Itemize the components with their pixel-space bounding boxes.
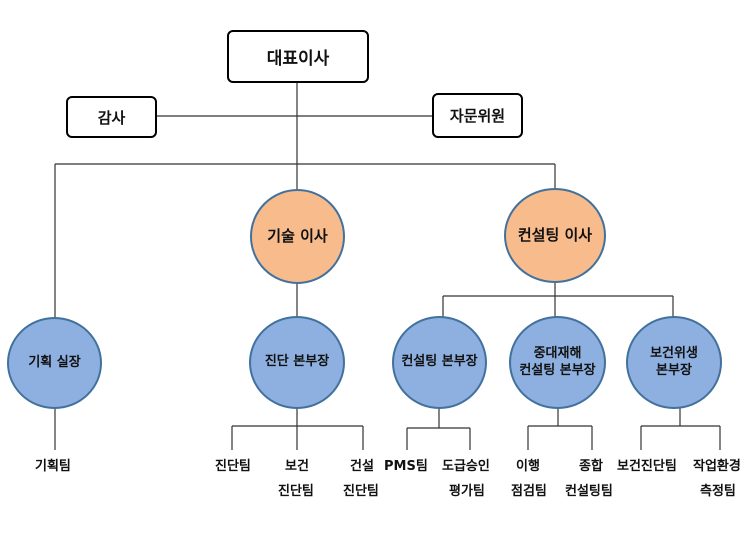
disaster-hq-node: 중대재해 컨설팅 본부장 <box>509 316 606 409</box>
team-health-diag-line2: 진단팀 <box>278 484 314 499</box>
team-compliance-line2: 점검팀 <box>511 484 547 499</box>
health-hq-node: 보건위생 본부장 <box>626 316 722 409</box>
team-compliance-line1: 이행 <box>516 459 540 474</box>
team-subcontract-line1: 도급승인 <box>442 459 490 474</box>
team-health-diag: 보건진단팀 <box>617 459 677 474</box>
team-work-env-line1: 작업환경 <box>693 459 741 474</box>
team-pms: PMS팀 <box>384 459 428 474</box>
team-general-line2: 컨설팅팀 <box>565 484 613 499</box>
team-work-env-line2: 측정팀 <box>700 484 736 499</box>
team-construction-diag-line1: 건설 <box>350 459 374 474</box>
planning-office-node: 기획 실장 <box>7 317 102 409</box>
team-construction-diag-line2: 진단팀 <box>343 484 379 499</box>
team-planning: 기획팀 <box>35 459 71 474</box>
consult-director-node: 컨설팅 이사 <box>504 188 606 283</box>
team-diagnosis: 진단팀 <box>215 459 251 474</box>
team-general-line1: 종합 <box>579 459 603 474</box>
ceo-box: 대표이사 <box>227 30 369 83</box>
audit-box: 감사 <box>66 96 157 138</box>
advisory-box: 자문위원 <box>432 93 523 138</box>
tech-director-node: 기술 이사 <box>250 189 345 284</box>
diagnosis-hq-node: 진단 본부장 <box>249 316 345 409</box>
team-subcontract-line2: 평가팀 <box>449 484 485 499</box>
team-health-diag-line1: 보건 <box>285 459 309 474</box>
consulting-hq-node: 컨설팅 본부장 <box>392 316 487 409</box>
